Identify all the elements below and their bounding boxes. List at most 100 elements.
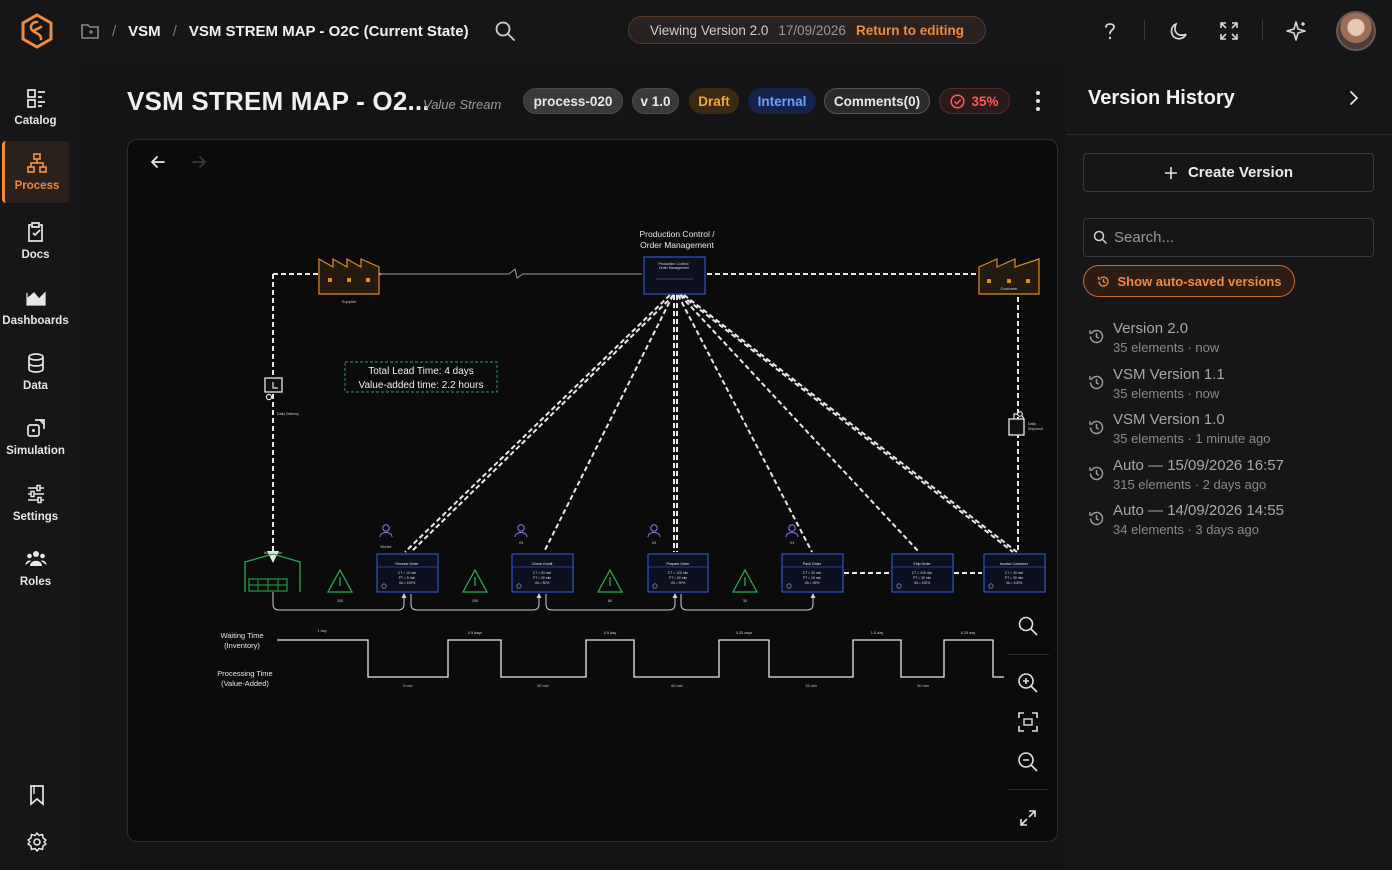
process-box[interactable]: Invoice Customer CT = 30 min PT = 30 min… [983, 553, 1046, 593]
version-meta: 35 elements · now [1113, 385, 1220, 401]
fit-view-icon[interactable] [1016, 710, 1040, 734]
sparkle-icon[interactable] [1286, 20, 1308, 42]
sidebar-item-process[interactable]: Process [2, 141, 69, 203]
wait-time-value: 1.5 day [871, 631, 884, 635]
version-search-input[interactable] [1114, 229, 1364, 246]
list-item[interactable]: Auto — 14/09/2026 14:55 34 elements · 3 … [1088, 499, 1378, 545]
process-name: Invoice Customer [1000, 562, 1029, 566]
more-options-icon[interactable] [1030, 90, 1046, 112]
return-to-editing-link[interactable]: Return to editing [855, 22, 964, 38]
search-icon[interactable] [1016, 614, 1040, 638]
sidebar-item-simulation[interactable]: Simulation [2, 406, 69, 468]
value-added-time-text: Value-added time: 2.2 hours [359, 380, 484, 391]
status-badge[interactable]: Draft [689, 88, 739, 114]
redo-arrow-icon[interactable] [192, 156, 206, 168]
vsm-diagram[interactable]: Production Control / Order Management Pr… [128, 140, 1058, 842]
fullscreen-icon[interactable] [1219, 21, 1239, 41]
process-va: VA = 100% [399, 581, 416, 585]
daily-delivery-label: Daily Delivery [277, 412, 299, 416]
process-va: VA = 100% [914, 581, 931, 585]
avatar[interactable] [1336, 11, 1376, 51]
moon-icon[interactable] [1169, 21, 1189, 41]
help-icon[interactable] [1101, 21, 1119, 41]
breadcrumb: / VSM / VSM STREM MAP - O2C (Current Sta… [80, 18, 469, 44]
processing-time-label-1: Processing Time [217, 669, 272, 678]
wait-time-value: 1 day [317, 629, 326, 633]
sidebar-item-label: Simulation [6, 445, 65, 457]
diagram-canvas[interactable]: Production Control / Order Management Pr… [127, 139, 1058, 842]
breadcrumb-item-current[interactable]: VSM STREM MAP - O2C (Current State) [188, 22, 469, 40]
folder-icon[interactable] [80, 22, 100, 40]
supplier-factory-icon[interactable] [318, 257, 380, 295]
check-circle-icon [950, 93, 966, 109]
process-time-value: 30 min [917, 684, 928, 688]
sidebar-item-label: Data [23, 380, 48, 392]
truck-icon[interactable] [1008, 411, 1025, 436]
show-auto-saved-label: Show auto-saved versions [1117, 273, 1282, 289]
process-name: Receive Order [395, 562, 419, 566]
operator-label: Worker [380, 545, 392, 549]
process-box[interactable]: Prepare Order CT = 120 min PT = 60 min V… [647, 553, 709, 593]
sidebar-item-label: Dashboards [2, 315, 69, 327]
plus-icon [1164, 166, 1177, 179]
visibility-badge[interactable]: Internal [748, 88, 816, 114]
create-version-button[interactable]: Create Version [1083, 153, 1374, 192]
zoom-in-icon[interactable] [1016, 671, 1040, 695]
warehouse-label: Warehouse [264, 551, 282, 555]
search-icon[interactable] [494, 20, 516, 42]
customer-factory-icon[interactable] [978, 258, 1040, 295]
sidebar-item-roles[interactable]: Roles [2, 537, 69, 599]
inventory-count: 150 [472, 599, 478, 603]
version-history-title: Version History [1088, 87, 1235, 109]
create-version-label: Create Version [1187, 164, 1294, 181]
waiting-time-label-2: (Inventory) [224, 641, 260, 650]
process-pt: PT = 5 min [399, 576, 416, 580]
sidebar-item-dashboards[interactable]: Dashboards [2, 276, 69, 338]
process-box[interactable]: Receive Order CT = 10 min PT = 5 min VA … [376, 553, 439, 593]
undo-arrow-icon[interactable] [151, 156, 165, 168]
zoom-divider [1008, 789, 1049, 790]
list-item[interactable]: VSM Version 1.1 35 elements · now [1088, 363, 1378, 409]
zoom-out-icon[interactable] [1016, 750, 1040, 774]
process-icon [27, 153, 47, 173]
list-item[interactable]: Version 2.0 35 elements · now [1088, 317, 1378, 363]
list-item[interactable]: VSM Version 1.0 35 elements · 1 minute a… [1088, 408, 1378, 454]
sidebar-item-label: Roles [19, 576, 52, 588]
comments-badge[interactable]: Comments(0) [824, 88, 930, 114]
inventory-count: 80 [608, 599, 612, 603]
gear-icon[interactable] [26, 831, 48, 853]
process-box[interactable]: Pack Order CT = 30 min PT = 15 min VA = … [781, 553, 844, 593]
version-meta: 35 elements · 1 minute ago [1113, 431, 1271, 446]
sidebar-item-settings[interactable]: Settings [2, 472, 69, 534]
list-item[interactable]: Auto — 15/09/2026 16:57 315 elements · 2… [1088, 454, 1378, 500]
wait-time-value: 0.25 days [736, 631, 753, 635]
page-subtitle: Value Stream [423, 97, 502, 112]
app-logo-icon[interactable] [20, 13, 54, 49]
bookmark-icon[interactable] [27, 784, 47, 806]
process-box[interactable]: Ship Order CT = 240 min PT = 30 min VA =… [891, 553, 954, 593]
process-box[interactable]: Check Credit CT = 60 min PT = 30 min VA … [511, 553, 574, 593]
truck-icon[interactable] [264, 377, 283, 401]
version-name: Auto — 15/09/2026 16:57 [1113, 456, 1284, 474]
lead-time-box[interactable] [344, 361, 498, 393]
production-control-box[interactable] [643, 256, 706, 295]
warehouse-icon[interactable] [244, 553, 301, 592]
process-id-badge[interactable]: process-020 [523, 88, 623, 114]
inventory-triangles[interactable] [326, 568, 759, 593]
version-meta: 34 elements · 3 days ago [1113, 522, 1259, 537]
sidebar-item-catalog[interactable]: Catalog [2, 76, 69, 138]
breadcrumb-item-vsm[interactable]: VSM [128, 22, 161, 40]
expand-icon[interactable] [1018, 808, 1038, 828]
users-icon [25, 551, 46, 566]
process-ct: CT = 30 min [803, 571, 822, 575]
show-auto-saved-button[interactable]: Show auto-saved versions [1083, 265, 1295, 297]
chevron-right-icon[interactable] [1346, 88, 1362, 108]
completion-badge[interactable]: 35% [939, 88, 1010, 114]
processing-time-label-2: (Value-Added) [221, 679, 269, 688]
process-name: Ship Order [913, 562, 931, 566]
sidebar-item-docs[interactable]: Docs [2, 210, 69, 272]
version-name: Auto — 14/09/2026 14:55 [1113, 502, 1284, 519]
sidebar-item-data[interactable]: Data [2, 341, 69, 403]
version-name: VSM Version 1.1 [1113, 365, 1225, 383]
version-badge[interactable]: v 1.0 [632, 88, 679, 114]
